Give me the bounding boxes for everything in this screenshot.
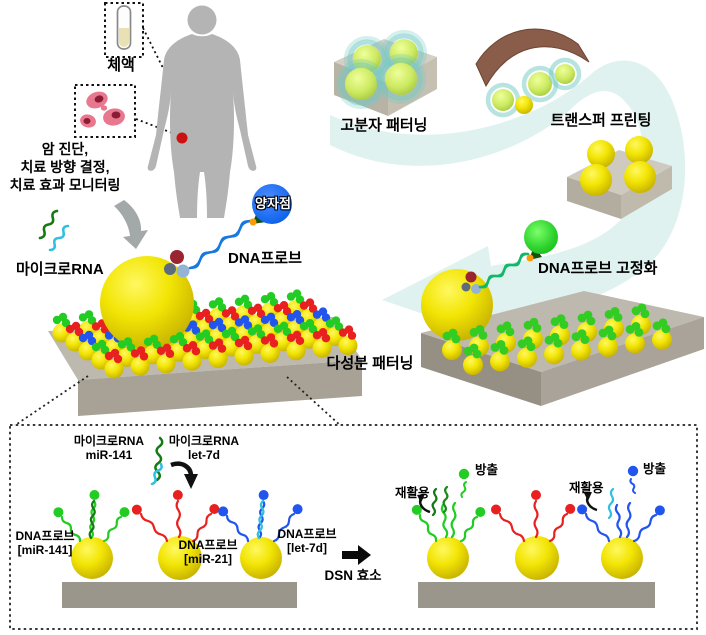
release-label-right: 방출 [643, 462, 667, 476]
multicomponent-patterning-label: 다성분 패터닝 [326, 355, 414, 372]
probe-mir21-label: DNA프로브 [miR-21] [178, 538, 238, 566]
cancer-cells-box [74, 84, 136, 138]
flow-cycle-arrow-icon [330, 60, 686, 340]
transfer-printing-label: 트랜스퍼 프린팅 [550, 112, 652, 129]
microrna-let7d-label: 마이크로RNA let-7d [168, 434, 240, 462]
recycle-label-left: 재활용 [395, 486, 430, 500]
magnifier-dotted-line [13, 375, 89, 427]
inset-mechanism-scene [53, 436, 665, 608]
body-fluid-label: 체액 [107, 57, 135, 74]
dsn-enzyme-label: DSN 효소 [324, 568, 382, 583]
magnifier-dotted-line [142, 27, 173, 87]
probe-immobilization-scene [421, 220, 672, 375]
transfer-printed-spheres [485, 57, 582, 118]
microrna-label: 마이크로RNA [16, 261, 104, 278]
probe-mir141-label: DNA프로브 [miR-141] [15, 529, 75, 557]
magnifier-dotted-line [286, 376, 342, 427]
probe-let7d-label: DNA프로브 [let-7d] [277, 527, 337, 555]
polymer-patterning-platform [334, 30, 437, 116]
quantum-dot-label: 양자점 [255, 196, 291, 211]
test-tube-icon [116, 5, 132, 50]
tumor-dot-icon [176, 132, 188, 144]
polymer-patterning-label: 고분자 패터닝 [340, 117, 428, 134]
yellow-spheres [580, 136, 656, 196]
multicomponent-array-scene [38, 184, 358, 379]
cancer-cells-icon [80, 91, 125, 128]
probe-immobilization-label: DNA프로브 고정화 [538, 260, 658, 277]
recycle-label-right: 재활용 [569, 481, 604, 495]
body-silhouette [147, 34, 257, 218]
body-fluid-box [104, 2, 144, 58]
dna-probe-label: DNA프로브 [228, 250, 302, 267]
transfer-stamp-icon [475, 28, 590, 88]
down-arrow-icon [114, 200, 148, 249]
microrna-141-label: 마이크로RNA miR-141 [73, 434, 145, 462]
diagnosis-label: 암 진단, 치료 방향 결정, 치료 효과 모니터링 [9, 141, 121, 193]
release-label-left: 방출 [475, 463, 499, 477]
body-head [187, 5, 217, 35]
